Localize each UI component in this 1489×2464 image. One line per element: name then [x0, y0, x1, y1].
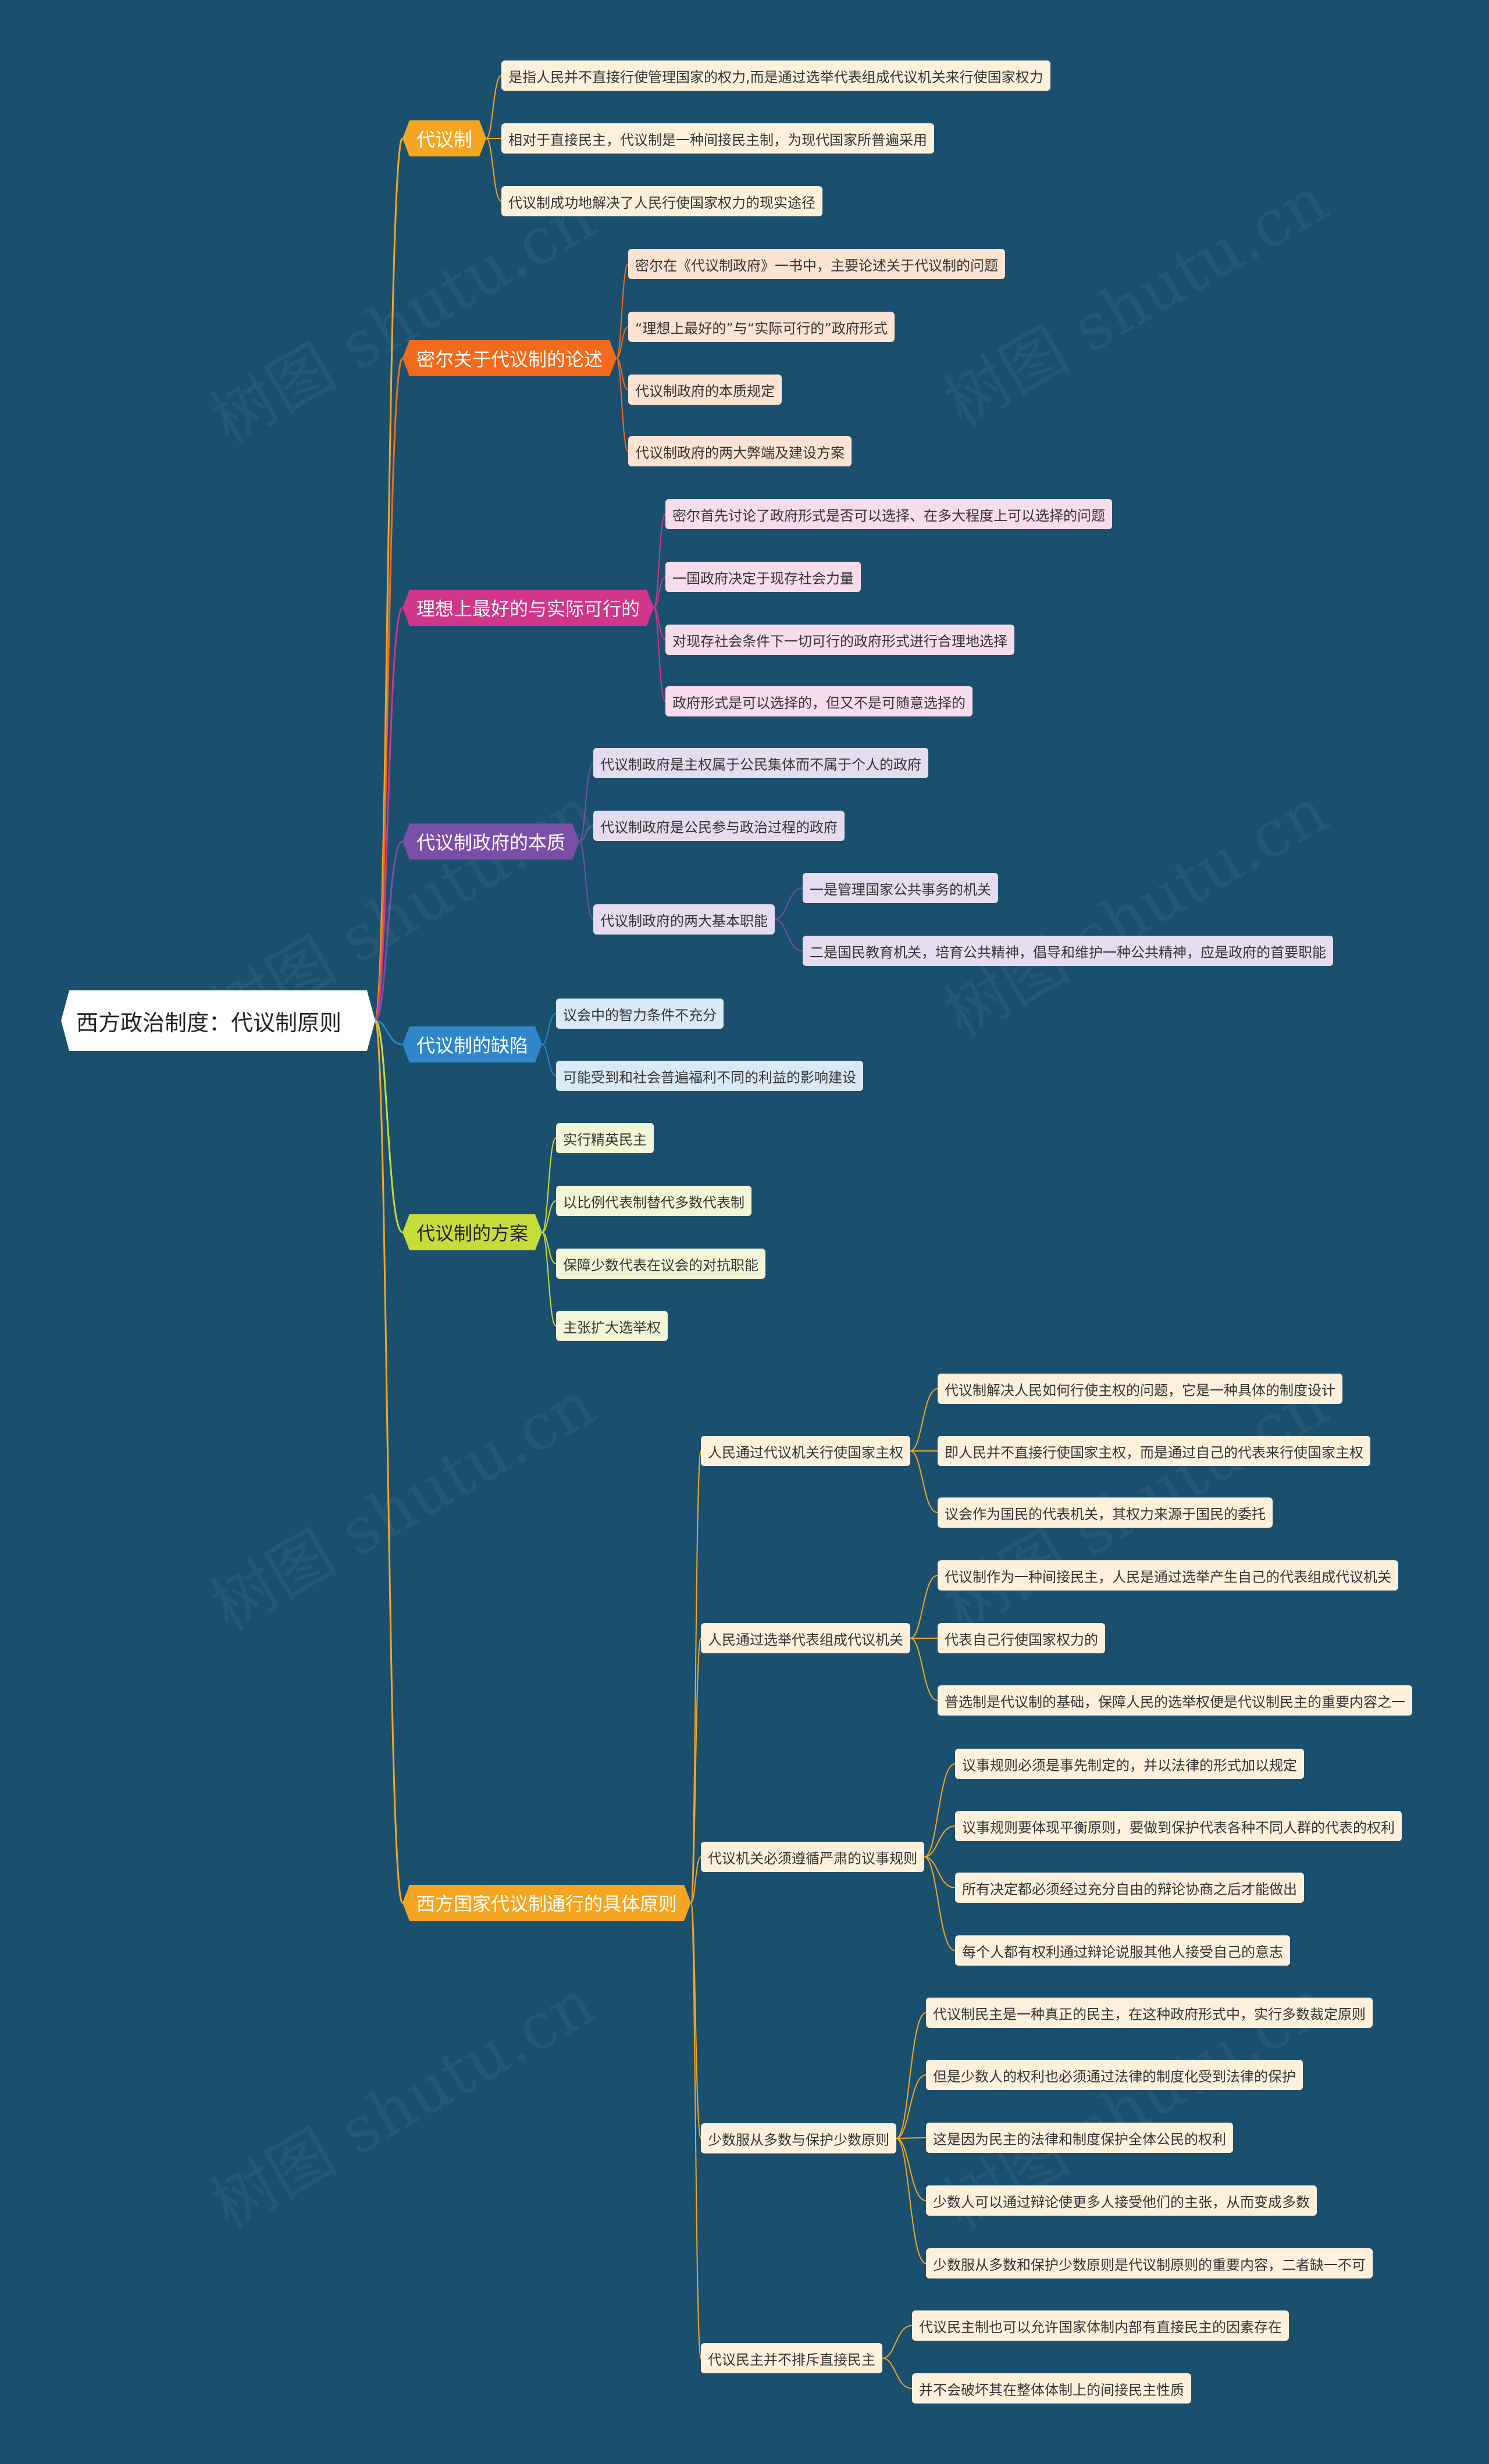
detail-topic[interactable]: 代议制解决人民如何行使主权的问题，它是一种具体的制度设计 — [938, 1374, 1342, 1404]
detail-topic[interactable]: 但是少数人的权利也必须通过法律的制度化受到法律的保护 — [926, 2060, 1303, 2090]
detail-connector — [910, 1575, 938, 1639]
branch-topic[interactable]: 密尔关于代议制的论述 — [402, 340, 617, 376]
subtopic-connector — [542, 1013, 557, 1045]
subtopic-connector — [542, 1137, 557, 1233]
detail-topic[interactable]: 二是国民教育机关，培育公共精神，倡导和维护一种公共精神，应是政府的首要职能 — [803, 936, 1333, 966]
subtopic[interactable]: 相对于直接民主，代议制是一种间接民主制，为现代国家所普遍采用 — [501, 123, 934, 154]
subtopic[interactable]: 代议制成功地解决了人民行使国家权力的现实途径 — [501, 186, 822, 216]
subtopic-connector — [653, 607, 666, 702]
subtopic[interactable]: 密尔首先讨论了政府形式是否可以选择、在多大程度上可以选择的问题 — [665, 499, 1112, 529]
detail-connector — [896, 2012, 927, 2139]
subtopic[interactable]: 代议制政府的两大基本职能 — [593, 904, 775, 935]
subtopic[interactable]: 代议制政府是公民参与政治过程的政府 — [593, 811, 845, 841]
branch-connector — [374, 1019, 404, 1904]
detail-connector — [910, 1388, 938, 1452]
detail-connector — [924, 1856, 956, 1888]
detail-connector — [910, 1450, 938, 1513]
branch-connector — [374, 1019, 403, 1233]
subtopic[interactable]: 是指人民并不直接行使管理国家的权力,而是通过选举代表组成代议机关来行使国家权力 — [501, 60, 1050, 91]
subtopic[interactable]: 代议机关必须遵循严肃的议事规则 — [701, 1842, 924, 1872]
detail-topic[interactable]: 代表自己行使国家权力的 — [938, 1623, 1105, 1653]
branch-connector — [375, 1019, 403, 1046]
detail-topic[interactable]: 普选制是代议制的基础，保障人民的选举权便是代议制民主的重要内容之一 — [938, 1685, 1412, 1716]
branch-topic[interactable]: 代议制政府的本质 — [402, 823, 579, 860]
subtopic-connector — [690, 1856, 701, 1903]
detail-topic[interactable]: 并不会破坏其在整体体制上的间接民主性质 — [912, 2373, 1191, 2404]
detail-connector — [924, 1825, 956, 1857]
subtopic-connector — [486, 75, 502, 139]
branch-connector — [374, 357, 404, 1022]
branch-topic[interactable]: 代议制的缺陷 — [402, 1026, 542, 1062]
detail-connector — [774, 887, 803, 920]
detail-topic[interactable]: 每个人都有权利通过辩论说服其他人接受自己的意志 — [955, 1935, 1290, 1966]
branch-connector — [374, 137, 404, 1022]
root-topic[interactable]: 西方政治制度：代议制原则 — [61, 990, 375, 1051]
detail-connector — [924, 1856, 956, 1951]
branch-topic[interactable]: 代议制的方案 — [402, 1214, 542, 1250]
subtopic[interactable]: 密尔在《代议制政府》一书中，主要论述关于代议制的问题 — [628, 249, 1005, 279]
detail-topic[interactable]: 所有决定都必须经过充分自由的辩论协商之后才能做出 — [955, 1873, 1304, 1903]
subtopic[interactable]: 可能受到和社会普遍福利不同的利益的影响建设 — [556, 1061, 863, 1091]
subtopic[interactable]: 人民通过代议机关行使国家主权 — [701, 1436, 910, 1466]
subtopic-connector — [579, 825, 594, 842]
subtopic-connector — [542, 1232, 557, 1264]
subtopic[interactable]: 以比例代表制替代多数代表制 — [556, 1186, 751, 1216]
detail-topic[interactable]: 一是管理国家公共事务的机关 — [803, 873, 998, 903]
subtopic[interactable]: 少数服从多数与保护少数原则 — [701, 2123, 896, 2153]
subtopic-connector — [542, 1044, 557, 1076]
detail-topic[interactable]: 少数人可以通过辩论使更多人接受他们的主张，从而变成多数 — [926, 2185, 1317, 2216]
detail-connector — [896, 2074, 927, 2139]
detail-connector — [882, 2325, 913, 2359]
detail-topic[interactable]: 这是因为民主的法律和制度保护全体公民的权利 — [926, 2123, 1233, 2153]
detail-topic[interactable]: 议会作为国民的代表机关，其权力来源于国民的委托 — [938, 1497, 1273, 1528]
detail-topic[interactable]: 代议制民主是一种真正的民主，在这种政府形式中，实行多数裁定原则 — [926, 1998, 1373, 2028]
subtopic[interactable]: 对现存社会条件下一切可行的政府形式进行合理地选择 — [665, 625, 1014, 655]
subtopic-connector — [616, 326, 629, 359]
subtopic-connector — [616, 358, 629, 452]
subtopic[interactable]: 代议民主并不排斥直接民主 — [701, 2343, 882, 2373]
detail-connector — [882, 2358, 913, 2389]
detail-connector — [924, 1763, 956, 1857]
branch-topic[interactable]: 西方国家代议制通行的具体原则 — [402, 1885, 691, 1921]
subtopic-connector — [616, 263, 629, 359]
subtopic[interactable]: 主张扩大选举权 — [556, 1311, 668, 1341]
subtopic-connector — [579, 762, 594, 842]
branch-connector — [374, 840, 403, 1022]
subtopic[interactable]: 人民通过选举代表组成代议机关 — [701, 1623, 910, 1653]
detail-topic[interactable]: 议事规则必须是事先制定的，并以法律的形式加以规定 — [955, 1749, 1304, 1779]
subtopic-connector — [486, 138, 502, 202]
subtopic-connector — [690, 1902, 701, 2139]
detail-topic[interactable]: 议事规则要体现平衡原则，要做到保护代表各种不同人群的代表的权利 — [955, 1811, 1402, 1841]
subtopic-connector — [579, 841, 594, 920]
subtopic[interactable]: 政府形式是可以选择的，但又不是可随意选择的 — [665, 686, 973, 716]
subtopic[interactable]: 一国政府决定于现存社会力量 — [665, 562, 861, 592]
branch-connector — [374, 607, 404, 1022]
subtopic-connector — [542, 1232, 557, 1327]
subtopic-connector — [690, 1450, 701, 1903]
subtopic[interactable]: “理想上最好的”与“实际可行的”政府形式 — [628, 312, 895, 342]
detail-topic[interactable]: 少数服从多数和保护少数原则是代议制原则的重要内容，二者缺一不可 — [926, 2248, 1373, 2278]
branch-topic[interactable]: 理想上最好的与实际可行的 — [402, 590, 654, 626]
subtopic[interactable]: 实行精英民主 — [556, 1123, 654, 1153]
detail-connector — [896, 2138, 927, 2264]
subtopic[interactable]: 代议制政府的两大弊端及建设方案 — [628, 436, 852, 466]
subtopic[interactable]: 议会中的智力条件不充分 — [556, 999, 724, 1029]
subtopic-connector — [690, 1902, 701, 2359]
detail-connector — [896, 2138, 927, 2201]
subtopic-connector — [653, 576, 666, 608]
subtopic-connector — [653, 514, 666, 608]
subtopic-connector — [690, 1638, 701, 1903]
subtopic[interactable]: 保障少数代表在议会的对抗职能 — [556, 1249, 765, 1279]
detail-topic[interactable]: 代议制作为一种间接民主，人民是通过选举产生自己的代表组成代议机关 — [938, 1560, 1398, 1591]
branch-topic[interactable]: 代议制 — [402, 120, 486, 156]
detail-topic[interactable]: 代议民主制也可以允许国家体制内部有直接民主的因素存在 — [912, 2310, 1289, 2341]
detail-connector — [774, 919, 803, 951]
subtopic[interactable]: 代议制政府是主权属于公民集体而不属于个人的政府 — [593, 748, 928, 778]
detail-topic[interactable]: 即人民并不直接行使国家主权，而是通过自己的代表来行使国家主权 — [938, 1436, 1370, 1466]
subtopic-connector — [542, 1200, 557, 1233]
subtopic[interactable]: 代议制政府的本质规定 — [628, 375, 782, 405]
detail-connector — [910, 1638, 938, 1701]
